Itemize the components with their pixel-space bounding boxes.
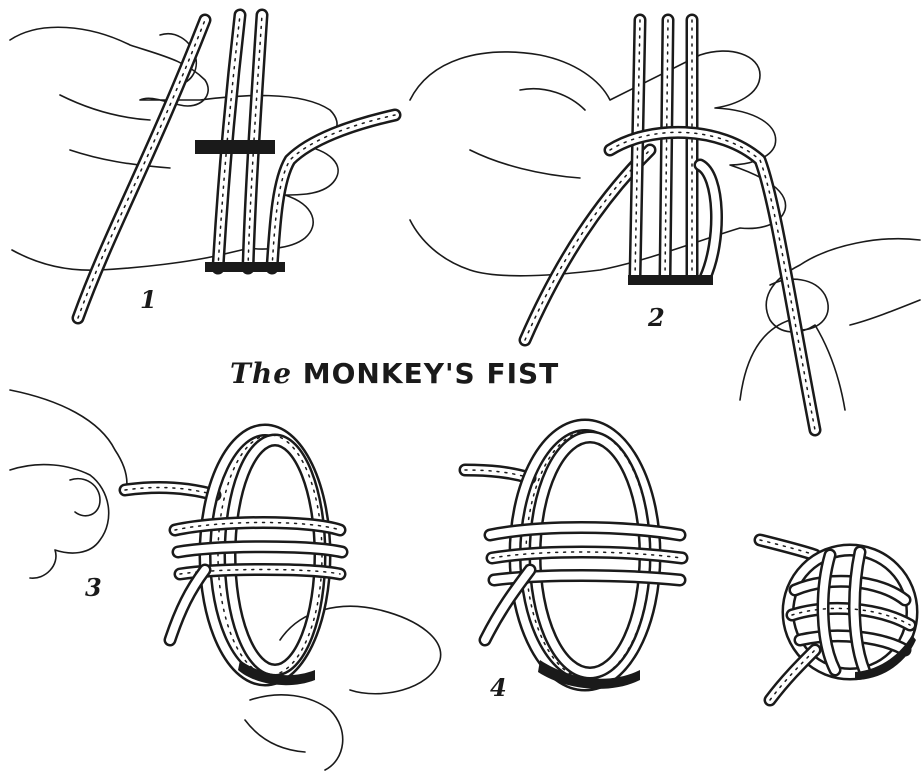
page-title: The MONKEY'S FIST: [230, 357, 559, 390]
step-3-figure: [10, 390, 441, 770]
step-3-lower-hand: [245, 606, 441, 770]
title-prefix: The: [230, 357, 292, 390]
step-3-label: 3: [85, 576, 102, 600]
step-2-hand: [410, 51, 786, 276]
step-4-figure: [465, 425, 682, 689]
step-1-hand: [10, 27, 338, 270]
title-main: MONKEY'S FIST: [303, 357, 560, 390]
step-1-figure: [10, 15, 395, 318]
finished-knot-figure: [760, 540, 916, 700]
step-2-second-hand: [740, 239, 920, 410]
step-3-hand: [10, 390, 127, 578]
step-4-label: 4: [490, 676, 507, 700]
step-2-label: 2: [648, 306, 665, 330]
step-1-label: 1: [140, 288, 157, 312]
